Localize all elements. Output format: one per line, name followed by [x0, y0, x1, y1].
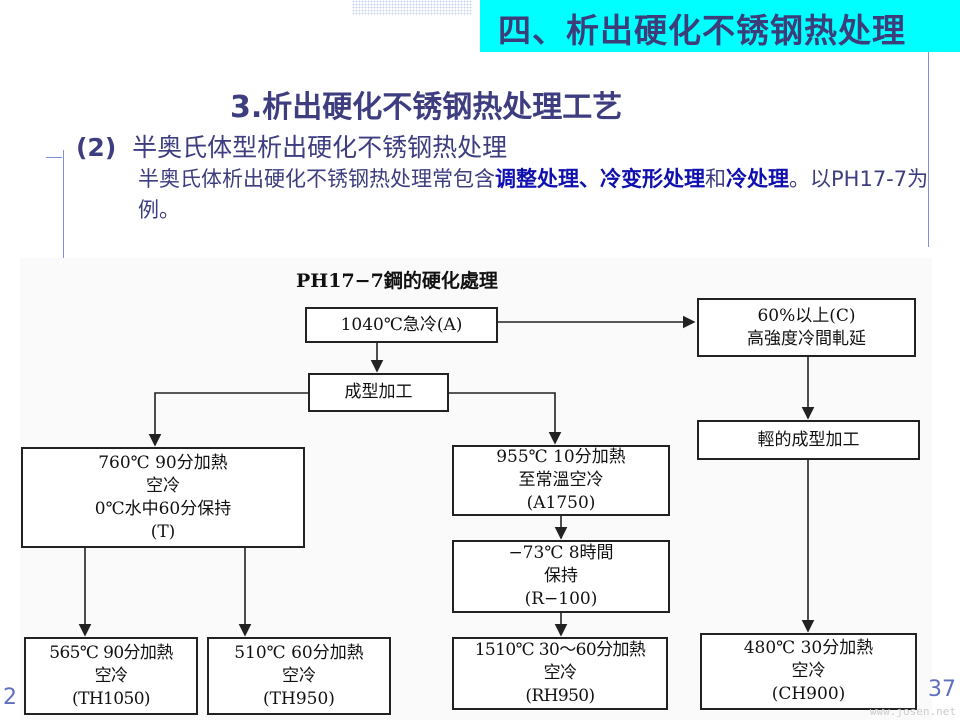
box-text: 空冷 — [146, 475, 180, 496]
box-text: (TH1050) — [72, 688, 151, 709]
box-a1750: 955℃ 10分加熱至常溫空冷 (A1750) — [452, 445, 670, 516]
divider-line — [63, 150, 64, 258]
box-text: (CH900) — [771, 684, 846, 704]
box-text: 955℃ 10分加熱 — [496, 447, 626, 467]
footer-left-number: 2 — [3, 685, 17, 710]
box-text: 輕的成型加工 — [757, 429, 860, 450]
highlight: 调整处理 — [495, 167, 579, 191]
box-cold-rolling-c: 60%以上(C)高強度冷間軋延 — [697, 298, 916, 357]
slide-header: 四、析出硬化不锈钢热处理 — [480, 0, 960, 52]
box-text: 0℃水中60分保持 — [94, 498, 232, 519]
box-text: 高強度冷間軋延 — [747, 328, 866, 349]
box-quench-a: 1040℃急冷(A) — [305, 307, 498, 343]
subsection-text: 半奥氏体型析出硬化不锈钢热处理 — [132, 133, 508, 162]
box-text: 空冷 — [282, 665, 316, 686]
box-text: 1510℃ 30～60分加熱 — [474, 640, 646, 660]
box-r100: −73℃ 8時間保持 (R−100) — [452, 540, 670, 613]
box-th1050: 565℃ 90分加熱空冷(TH1050) — [24, 637, 198, 715]
box-text: 空冷 — [543, 663, 577, 683]
box-text: 空冷 — [94, 665, 128, 686]
text: 半奥氏体析出硬化不锈钢热处理常包含 — [138, 167, 495, 191]
subsection-number: (2) — [76, 133, 117, 162]
box-text: 565℃ 90分加熱 — [49, 642, 173, 663]
decorative-pattern — [352, 0, 472, 15]
box-light-forming: 輕的成型加工 — [697, 420, 920, 460]
box-th950: 510℃ 60分加熱空冷(TH950) — [207, 637, 391, 715]
section-title: 3.析出硬化不锈钢热处理工艺 — [230, 90, 623, 125]
page-number: 37 — [928, 677, 956, 702]
highlight: 冷处理 — [726, 167, 789, 191]
box-ch900: 480℃ 30分加熱空冷 (CH900) — [700, 633, 917, 710]
header-title: 四、析出硬化不锈钢热处理 — [498, 11, 906, 50]
watermark: www.josen.net — [869, 705, 956, 718]
text: 、 — [579, 167, 600, 191]
box-text: 760℃ 90分加熱 — [98, 452, 228, 473]
box-text: 至常溫空冷 — [518, 470, 604, 490]
paragraph: 半奥氏体析出硬化不锈钢热处理常包含调整处理、冷变形处理和冷处理。以PH17-7为… — [138, 164, 943, 226]
diagram-title: PH17−7鋼的硬化處理 — [296, 270, 498, 292]
box-text: (T) — [150, 521, 176, 542]
box-text: 510℃ 60分加熱 — [234, 642, 364, 663]
box-text: 空冷 — [791, 661, 826, 681]
box-text: −73℃ 8時間 — [508, 543, 614, 563]
divider-line — [928, 52, 929, 247]
box-text: 1040℃急冷(A) — [340, 314, 463, 335]
box-text: (R−100) — [524, 589, 598, 609]
box-text: (TH950) — [263, 688, 335, 709]
text: 和 — [705, 167, 726, 191]
box-text: 60%以上(C) — [757, 305, 856, 326]
box-rh950: 1510℃ 30～60分加熱空冷 (RH950) — [452, 637, 668, 710]
highlight: 冷变形处理 — [600, 167, 705, 191]
bullet-mark-icon — [46, 157, 62, 158]
box-text: 480℃ 30分加熱 — [743, 638, 874, 658]
box-text: (A1750) — [526, 493, 596, 513]
box-text: 成型加工 — [344, 382, 413, 402]
box-text: (RH950) — [525, 686, 595, 706]
box-text: 保持 — [544, 566, 578, 586]
subsection-title: (2) 半奥氏体型析出硬化不锈钢热处理 — [76, 128, 507, 164]
text: 。以PH17-7为例。 — [138, 167, 929, 222]
box-forming: 成型加工 — [308, 373, 449, 412]
